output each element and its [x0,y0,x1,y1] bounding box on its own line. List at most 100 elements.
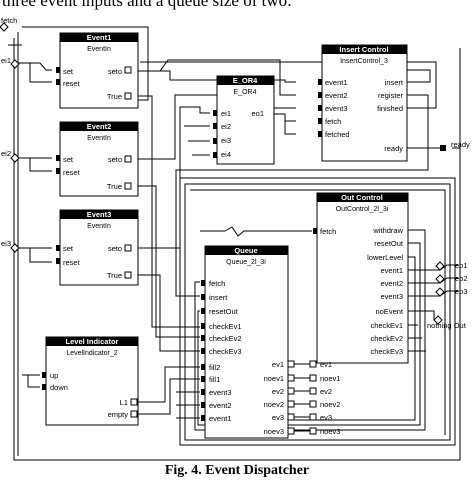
event1-port-true: True [107,92,122,101]
eor4-block[interactable]: E_OR4 E_OR4 ei1 ei2 ei3 ei4 eo1 [213,75,275,165]
event1-true-connector[interactable] [124,92,132,100]
ext-label-ei2: ei2 [1,149,11,158]
out-control-port-noev2: noev2 [320,400,340,409]
out-control-noev1-connector[interactable] [309,374,317,382]
level-up-connector[interactable] [42,372,46,378]
eor4-port-ei4: ei4 [221,150,231,159]
event1-port-reset: reset [63,79,81,88]
out-control-port-event1: event1 [380,266,403,275]
out-control-ev3-connector[interactable] [309,413,317,421]
ext-ready-port[interactable] [440,145,446,151]
ext-ei3-port[interactable] [10,243,20,253]
event3-seto-connector[interactable] [124,244,132,252]
event1-block[interactable]: Event1 EventIn set reset seto True [56,32,139,109]
queue-port-noev3: noev3 [264,427,284,436]
event2-set-connector[interactable] [56,155,60,161]
external-ports: fetch ei1 ei2 ei3 ready eo1 eo2 eo3 noth… [0,16,470,330]
intro-text: three event inputs and a queue size of t… [2,0,292,10]
out-control-port-noev1: noev1 [320,374,340,383]
out-control-block[interactable]: Out Control OutControl_2l_3i fetch withd… [309,192,409,435]
eor4-ei1-connector[interactable] [213,110,217,116]
eor4-subtitle: E_OR4 [234,89,257,96]
ext-label-nothing-out: nothing Out [427,321,467,330]
ext-nothing-out-port[interactable] [433,315,443,325]
queue-output-connectors[interactable] [287,360,295,435]
out-control-ev2-connector[interactable] [309,387,317,395]
insert-control-port-finished: finished [377,104,403,113]
out-control-port-event2: event2 [380,279,403,288]
insert-control-event3-connector[interactable] [318,105,322,111]
event3-title: Event3 [87,210,112,219]
event1-reset-connector[interactable] [56,79,60,85]
insert-control-title: Insert Control [339,45,388,54]
insert-control-event2-connector[interactable] [318,92,322,98]
level-indicator-port-down: down [50,383,68,392]
event2-reset-connector[interactable] [56,168,60,174]
level-indicator-title: Level Indicator [66,337,119,346]
insert-control-event1-connector[interactable] [318,79,322,85]
out-control-port-resetout: resetOut [374,239,404,248]
event2-block[interactable]: Event2 EventIn set reset seto True [56,121,139,197]
event2-port-set: set [63,155,74,164]
eor4-port-eo1: eo1 [251,109,264,118]
ext-eo2-port[interactable] [435,274,445,284]
insert-control-port-fetch: fetch [325,117,341,126]
ext-label-ei1: ei1 [1,56,11,65]
ext-eo3-port[interactable] [435,287,445,297]
eor4-ei4-connector[interactable] [213,152,217,158]
eor4-port-ei2: ei2 [221,122,231,131]
queue-title: Queue [234,246,257,255]
out-control-noev3-connector[interactable] [309,427,317,435]
ext-label-fetch: fetch [1,16,17,25]
eor4-ei3-connector[interactable] [213,138,217,144]
out-control-fetch-connector[interactable] [313,228,317,234]
event3-set-connector[interactable] [56,245,60,251]
eor4-ei2-connector[interactable] [213,123,217,129]
out-control-ev1-connector[interactable] [309,360,317,368]
event1-set-connector[interactable] [56,67,60,73]
ext-ei2-port[interactable] [10,153,20,163]
out-control-port-event3: event3 [380,292,403,301]
ext-label-ei3: ei3 [1,239,11,248]
insert-control-fetch-connector[interactable] [318,118,322,124]
queue-port-ev3: ev3 [272,413,284,422]
queue-input-connectors[interactable] [201,280,205,421]
eor4-port-ei1: ei1 [221,109,231,118]
level-indicator-subtitle: LevelIndicator_2 [66,350,117,357]
ext-eo1-port[interactable] [435,261,445,271]
queue-port-ev2: ev2 [272,387,284,396]
ext-label-eo2: eo2 [455,274,468,283]
event3-reset-connector[interactable] [56,258,60,264]
event2-seto-connector[interactable] [124,155,132,163]
eor4-title: E_OR4 [233,76,258,85]
event1-port-set: set [63,67,74,76]
event1-subtitle: EventIn [87,46,111,53]
level-indicator-port-empty: empty [108,410,129,419]
queue-port-fill2: fill2 [209,363,220,372]
event3-block[interactable]: Event3 EventIn set reset seto True [56,209,139,286]
event2-true-connector[interactable] [124,182,132,190]
insert-control-fetched-connector[interactable] [318,131,322,137]
out-control-port-noev3: noev3 [320,427,340,436]
level-down-connector[interactable] [42,384,46,390]
ext-ei1-port[interactable] [10,59,20,69]
insert-control-port-event2: event2 [325,91,348,100]
queue-subtitle: Queue_2l_3i [226,259,266,266]
insert-control-block[interactable]: Insert Control InsertControl_3 event1 ev… [318,44,408,162]
out-control-noev2-connector[interactable] [309,400,317,408]
insert-control-subtitle: InsertControl_3 [340,58,388,65]
event2-subtitle: EventIn [87,135,111,142]
queue-port-fetch: fetch [209,279,225,288]
ext-fetch-port[interactable] [0,22,9,32]
level-indicator-block[interactable]: Level Indicator LevelIndicator_2 up down… [42,336,139,426]
event1-seto-connector[interactable] [124,66,132,74]
queue-block[interactable]: Queue Queue_2l_3i fetch insert resetOut … [201,245,295,439]
level-l1-connector[interactable] [130,398,138,406]
level-empty-connector[interactable] [130,410,138,418]
out-control-port-noevent: noEvent [375,307,403,316]
ext-label-eo3: eo3 [455,287,468,296]
queue-port-noev1: noev1 [264,374,284,383]
event3-true-connector[interactable] [124,271,132,279]
event2-port-seto: seto [108,155,122,164]
out-control-port-lowerlevel: lowerLevel [367,253,403,262]
